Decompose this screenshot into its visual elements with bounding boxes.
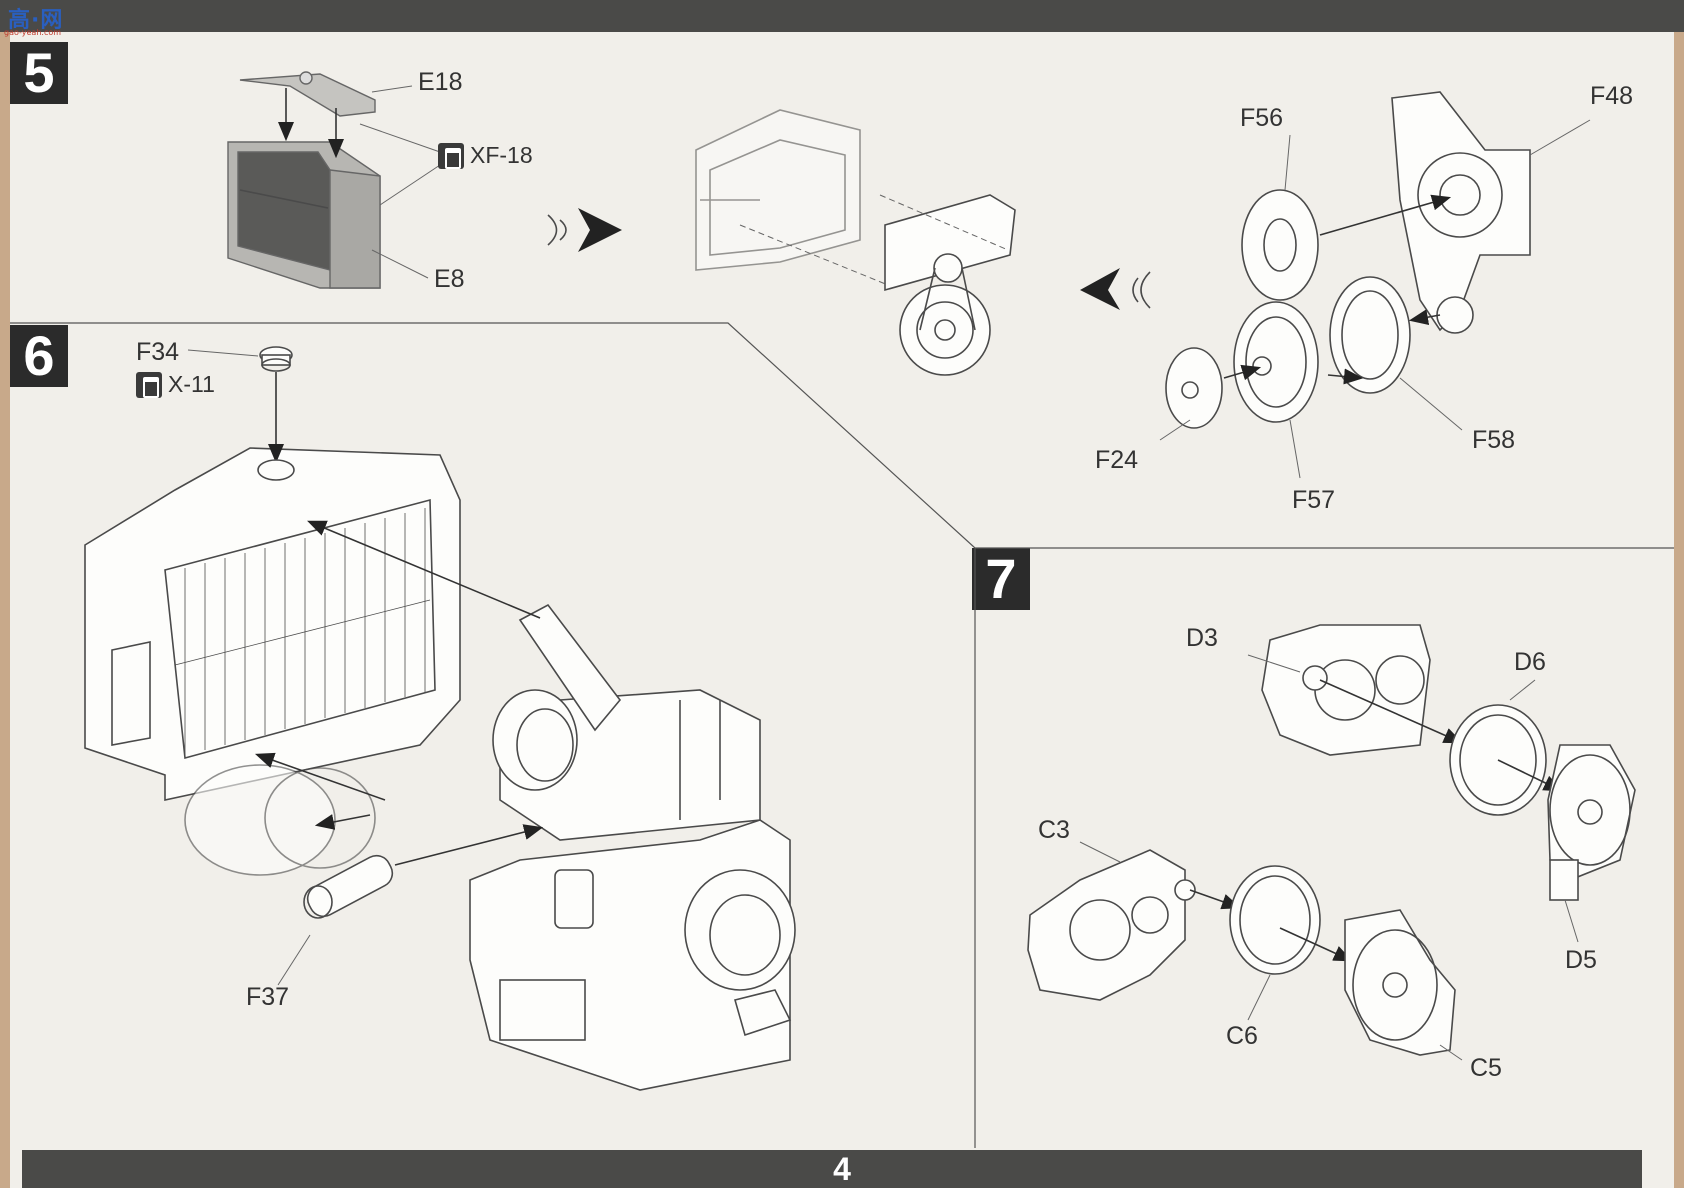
part-f57-pulley: [1233, 301, 1319, 423]
part-label-e8: E8: [434, 265, 465, 293]
paint-code: XF-18: [470, 142, 533, 168]
watermark-logo: 高·网 gao-yeah.com: [4, 2, 70, 37]
part-label-d6: D6: [1514, 648, 1546, 676]
part-label-f37: F37: [246, 983, 290, 1011]
part-label-d5: D5: [1565, 946, 1597, 974]
flow-arrow-left: [1080, 268, 1151, 310]
transmission-d-housing: [1261, 624, 1431, 756]
engine-block: [469, 603, 796, 1091]
part-label-c5: C5: [1470, 1054, 1502, 1082]
hose-f37: [303, 854, 394, 919]
part-label-c3: C3: [1038, 816, 1070, 844]
paint-callout-x11: X-11: [136, 371, 215, 398]
part-label-f57: F57: [1292, 486, 1336, 514]
bottom-bar: [22, 1150, 1642, 1188]
fan-bracket-assembly: [884, 194, 1016, 376]
logo-subtext: gao-yeah.com: [4, 28, 62, 37]
cover-d5: [1547, 744, 1636, 901]
transmission-c-housing: [1027, 849, 1196, 1001]
part-label-f48: F48: [1590, 82, 1634, 110]
radiator-assembly-outline: [695, 109, 861, 271]
paint-code: X-11: [168, 371, 215, 397]
part-label-e18: E18: [418, 68, 463, 96]
paint-callout-xf18: XF-18: [438, 142, 533, 169]
part-label-f58: F58: [1472, 426, 1516, 454]
part-label-f24: F24: [1095, 446, 1139, 474]
step-7-badge: 7: [972, 548, 1030, 610]
step-5-badge: 5: [10, 42, 68, 104]
page-number: 4: [833, 1151, 851, 1187]
paint-brush-icon: [438, 142, 464, 169]
top-bar: [0, 0, 1684, 32]
cover-c6: [1229, 865, 1321, 975]
top-plate-e18: [239, 71, 376, 117]
filler-cap-f34: [259, 346, 293, 372]
part-label-f56: F56: [1240, 104, 1284, 132]
paint-brush-icon: [136, 371, 162, 398]
part-f56-washer: [1241, 189, 1319, 301]
flow-arrow-right: [547, 208, 622, 252]
logo-text: 高·网: [8, 8, 64, 33]
cover-c5: [1344, 909, 1456, 1056]
part-label-d3: D3: [1186, 624, 1218, 652]
step-6-badge: 6: [10, 325, 68, 387]
part-f24-hub: [1165, 347, 1223, 429]
part-f58-pulley: [1329, 276, 1411, 394]
radiator-grille: [84, 447, 461, 801]
part-f48-bracket: [1391, 91, 1531, 334]
part-label-f34: F34: [136, 338, 180, 366]
radiator-shell-e8: [227, 141, 381, 289]
fan-under-radiator: [184, 764, 376, 876]
part-label-c6: C6: [1226, 1022, 1258, 1050]
section-divider-6-7: [10, 322, 1674, 549]
